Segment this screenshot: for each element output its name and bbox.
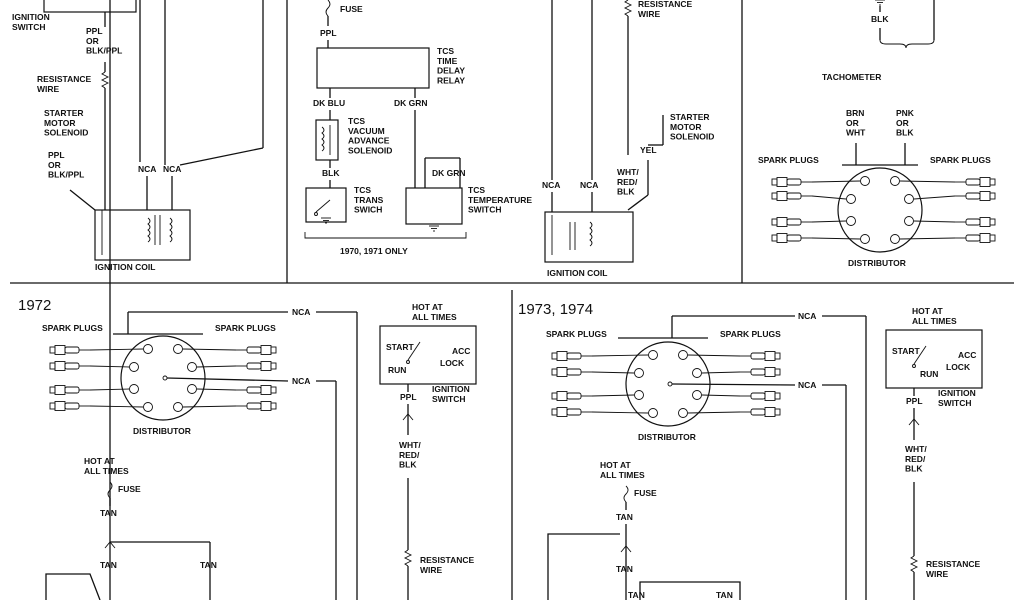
ppl-label-tcs: PPL bbox=[320, 28, 337, 38]
tan-label-5a: TAN bbox=[100, 508, 117, 518]
spark-plugs-label-5a: SPARK PLUGS bbox=[42, 323, 103, 333]
ignition-switch-box-6 bbox=[885, 329, 983, 389]
run-label-5: RUN bbox=[388, 365, 406, 375]
ignition-coil-label-3: IGNITION COIL bbox=[547, 268, 607, 278]
distributor-cap-4 bbox=[837, 167, 923, 253]
spark-plugs-label-6b: SPARK PLUGS bbox=[720, 329, 781, 339]
blk-label-4: BLK bbox=[871, 14, 889, 24]
tachometer-label: TACHOMETER bbox=[822, 72, 881, 82]
year-1972-title: 1972 bbox=[18, 297, 51, 314]
nca-label-1b: NCA bbox=[163, 164, 181, 174]
yel-label-3: YEL bbox=[640, 145, 657, 155]
nca-label-5a: NCA bbox=[292, 307, 310, 317]
section-dividers bbox=[10, 0, 1014, 600]
wht-red-blk-label-5: WHT/RED/BLK bbox=[399, 440, 421, 470]
fuse-label-6: FUSE bbox=[634, 488, 657, 498]
ignition-coil-label-1: IGNITION COIL bbox=[95, 262, 155, 272]
dk-grn-label-2: DK GRN bbox=[432, 168, 466, 178]
tcs-temp-switch-box bbox=[405, 187, 463, 225]
ppl-label-6: PPL bbox=[906, 396, 923, 406]
nca-label-1a: NCA bbox=[138, 164, 156, 174]
panel-1972: 1972 SPARK PLUGS SPARK PLUGS NCA NCA bbox=[18, 0, 477, 600]
tan-label-6b: TAN bbox=[616, 564, 633, 574]
wht-red-blk-label-3: WHT/RED/BLK bbox=[617, 167, 639, 197]
tan-label-6c: TAN bbox=[628, 590, 645, 600]
year-1973-title: 1973, 1974 bbox=[518, 301, 593, 318]
tcs-relay-box bbox=[316, 47, 430, 89]
dk-grn-label-1: DK GRN bbox=[394, 98, 428, 108]
fuse-label-5: FUSE bbox=[118, 484, 141, 494]
lock-label-6: LOCK bbox=[946, 362, 971, 372]
tan-label-5b: TAN bbox=[100, 560, 117, 570]
dk-blu-label: DK BLU bbox=[313, 98, 345, 108]
nca-label-5b: NCA bbox=[292, 376, 310, 386]
spark-plugs-label-4a: SPARK PLUGS bbox=[758, 155, 819, 165]
vacuum-solenoid-box bbox=[315, 119, 339, 161]
tan-label-6d: TAN bbox=[716, 590, 733, 600]
tan-label-6a: TAN bbox=[616, 512, 633, 522]
distributor-label-5: DISTRIBUTOR bbox=[133, 426, 191, 436]
tan-label-5c: TAN bbox=[200, 560, 217, 570]
lock-label-5: LOCK bbox=[440, 358, 465, 368]
spark-plugs-label-6a: SPARK PLUGS bbox=[546, 329, 607, 339]
nca-label-3a: NCA bbox=[542, 180, 560, 190]
nca-label-3b: NCA bbox=[580, 180, 598, 190]
start-label-5: START bbox=[386, 342, 415, 352]
run-label-6: RUN bbox=[920, 369, 938, 379]
ppl-label-5: PPL bbox=[400, 392, 417, 402]
fuse-label-tcs: FUSE bbox=[340, 4, 363, 14]
blk-label-tcs: BLK bbox=[322, 168, 340, 178]
start-label-6: START bbox=[892, 346, 921, 356]
tcs-trans-switch-box bbox=[305, 187, 347, 223]
nca-label-6b: NCA bbox=[798, 380, 816, 390]
distributor-label-6: DISTRIBUTOR bbox=[638, 432, 696, 442]
nca-label-6a: NCA bbox=[798, 311, 816, 321]
spark-plugs-label-5b: SPARK PLUGS bbox=[215, 323, 276, 333]
panel-1973-1974: 1973, 1974 SPARK PLUGS SPARK PLUGS NCA N… bbox=[518, 301, 983, 600]
ignition-switch-box-5 bbox=[379, 325, 477, 385]
distributor-label-4: DISTRIBUTOR bbox=[848, 258, 906, 268]
wht-red-blk-label-6: WHT/RED/BLK bbox=[905, 444, 927, 474]
acc-label-5: ACC bbox=[452, 346, 470, 356]
spark-plugs-label-4b: SPARK PLUGS bbox=[930, 155, 991, 165]
acc-label-6: ACC bbox=[958, 350, 976, 360]
tcs-note-label: 1970, 1971 ONLY bbox=[340, 246, 408, 256]
